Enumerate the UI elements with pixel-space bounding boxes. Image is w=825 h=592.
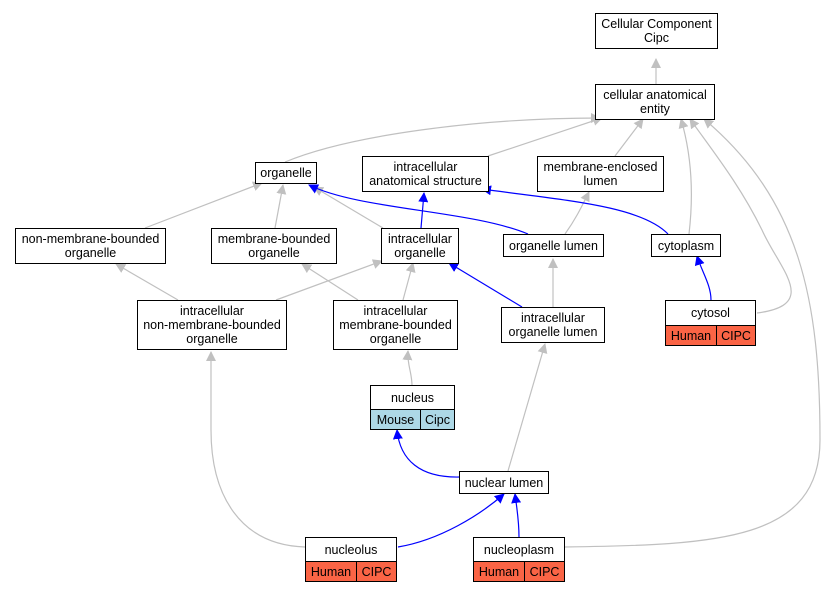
edge-mbo-to-organelle <box>274 184 287 229</box>
node-cellular-anatomical-entity[interactable]: cellular anatomical entity <box>595 84 715 120</box>
edge-iol-to-io <box>448 262 523 308</box>
node-label: intracellular organelle lumen <box>508 311 598 339</box>
node-label: intracellular anatomical structure <box>369 160 482 188</box>
node-nucleoplasm[interactable]: nucleoplasm Human CIPC <box>473 537 565 582</box>
node-cytoplasm[interactable]: cytoplasm <box>651 234 721 257</box>
species-badges: Human CIPC <box>306 561 396 581</box>
node-label: nuclear lumen <box>464 475 544 490</box>
edge-io-to-organelle <box>313 186 384 229</box>
cipc-badge: CIPC <box>525 562 564 581</box>
edge-nucleolus-to-inmbo <box>206 351 306 548</box>
cipc-badge: CIPC <box>357 562 396 581</box>
node-label: membrane-bounded organelle <box>217 232 331 260</box>
edge-nl-to-iol <box>507 343 548 472</box>
node-intracellular-organelle-lumen[interactable]: intracellular organelle lumen <box>501 307 605 343</box>
node-label: organelle <box>260 166 312 180</box>
edge-nmbo-to-organelle <box>144 181 263 229</box>
node-label: nucleoplasm <box>483 542 555 557</box>
edge-nucleoplasm-to-cae <box>564 118 821 548</box>
edge-nl-to-nucleus <box>392 429 461 478</box>
cipc-badge: CIPC <box>717 326 755 345</box>
node-intracellular-membrane-bounded-organelle[interactable]: intracellular membrane-bounded organelle <box>333 300 458 350</box>
edge-cytoplasm-to-cae <box>678 118 692 235</box>
node-nuclear-lumen[interactable]: nuclear lumen <box>459 471 549 494</box>
node-label: intracellular organelle <box>388 232 452 260</box>
node-cytosol[interactable]: cytosol Human CIPC <box>665 300 756 346</box>
node-label: intracellular membrane-bounded organelle <box>339 304 452 346</box>
species-badges: Human CIPC <box>474 561 564 581</box>
cipc-badge: Cipc <box>421 410 454 429</box>
edge-nucleolus-to-nl <box>397 493 505 548</box>
node-label: organelle lumen <box>509 238 598 253</box>
edge-nucleoplasm-to-nl <box>511 493 522 538</box>
edge-ias-to-cae <box>487 116 603 157</box>
node-label: nucleus <box>390 390 435 405</box>
node-label: cellular anatomical entity <box>603 88 707 116</box>
node-label: nucleolus <box>324 542 378 557</box>
node-nucleus[interactable]: nucleus Mouse Cipc <box>370 385 455 430</box>
node-non-membrane-bounded-organelle[interactable]: non-membrane-bounded organelle <box>15 228 166 264</box>
node-organelle[interactable]: organelle <box>255 162 317 184</box>
node-membrane-enclosed-lumen[interactable]: membrane-enclosed lumen <box>537 156 664 192</box>
species-badges: Mouse Cipc <box>371 409 454 429</box>
human-badge: Human <box>474 562 525 581</box>
node-cellular-component[interactable]: Cellular Component Cipc <box>595 13 718 49</box>
edge-ol-to-mel <box>564 191 590 235</box>
node-label: membrane-enclosed lumen <box>543 160 658 188</box>
node-label: intracellular non-membrane-bounded organ… <box>143 304 281 346</box>
edge-nucleus-to-imbo <box>402 350 413 387</box>
node-intracellular-organelle[interactable]: intracellular organelle <box>381 228 459 264</box>
species-badges: Human CIPC <box>666 325 755 345</box>
node-nucleolus[interactable]: nucleolus Human CIPC <box>305 537 397 582</box>
node-organelle-lumen[interactable]: organelle lumen <box>503 234 604 257</box>
node-label: cytosol <box>691 306 730 320</box>
node-intracellular-non-membrane-bounded-organelle[interactable]: intracellular non-membrane-bounded organ… <box>137 300 287 350</box>
edge-inmbo-to-nmbo <box>115 263 179 301</box>
human-badge: Human <box>666 326 717 345</box>
edge-ol-to-organelle <box>308 184 529 235</box>
edge-cytosol-to-cytoplasm <box>694 255 712 301</box>
edge-imbo-to-io <box>402 262 416 301</box>
node-membrane-bounded-organelle[interactable]: membrane-bounded organelle <box>211 228 337 264</box>
edge-cytosol-to-cae <box>689 118 792 314</box>
node-label: non-membrane-bounded organelle <box>21 232 160 260</box>
edge-organelle-to-cae <box>284 113 601 163</box>
node-label: cytoplasm <box>657 238 715 253</box>
node-intracellular-anatomical-structure[interactable]: intracellular anatomical structure <box>362 156 489 192</box>
human-badge: Human <box>306 562 357 581</box>
node-label: Cellular Component Cipc <box>601 17 712 45</box>
edge-mel-to-cae <box>614 118 644 157</box>
mouse-badge: Mouse <box>371 410 421 429</box>
edge-inmbo-to-io <box>275 259 383 301</box>
edge-cytoplasm-to-ias <box>481 185 669 235</box>
edge-imbo-to-mbo <box>301 263 359 301</box>
